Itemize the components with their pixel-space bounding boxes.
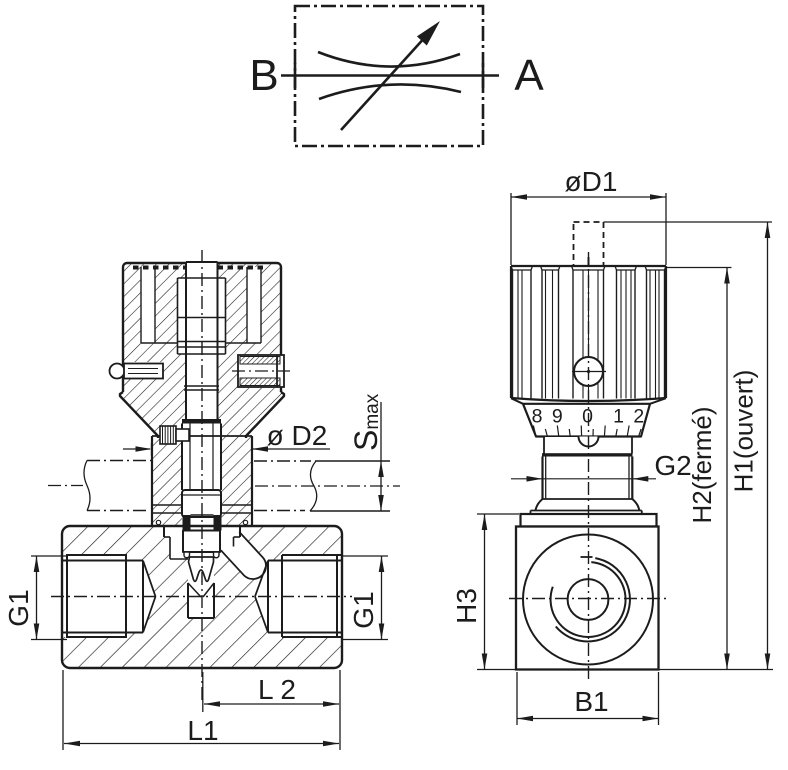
svg-text:H1(ouvert): H1(ouvert) [729, 370, 759, 493]
svg-text:L 2: L 2 [258, 674, 296, 705]
svg-text:A: A [514, 51, 544, 100]
svg-text:H2(fermé): H2(fermé) [687, 406, 717, 523]
svg-text:9: 9 [552, 406, 563, 428]
svg-text:L1: L1 [187, 715, 218, 746]
svg-text:8: 8 [532, 406, 543, 428]
svg-text:H3: H3 [451, 588, 482, 624]
svg-text:2: 2 [633, 406, 644, 428]
svg-text:0: 0 [582, 406, 593, 428]
svg-text:B1: B1 [574, 686, 608, 717]
svg-text:G1: G1 [348, 591, 379, 628]
svg-text:ø D2: ø D2 [267, 420, 328, 451]
svg-text:1: 1 [613, 406, 624, 428]
svg-text:B: B [249, 51, 278, 100]
svg-text:G1: G1 [3, 589, 34, 626]
svg-text:øD1: øD1 [565, 166, 618, 197]
